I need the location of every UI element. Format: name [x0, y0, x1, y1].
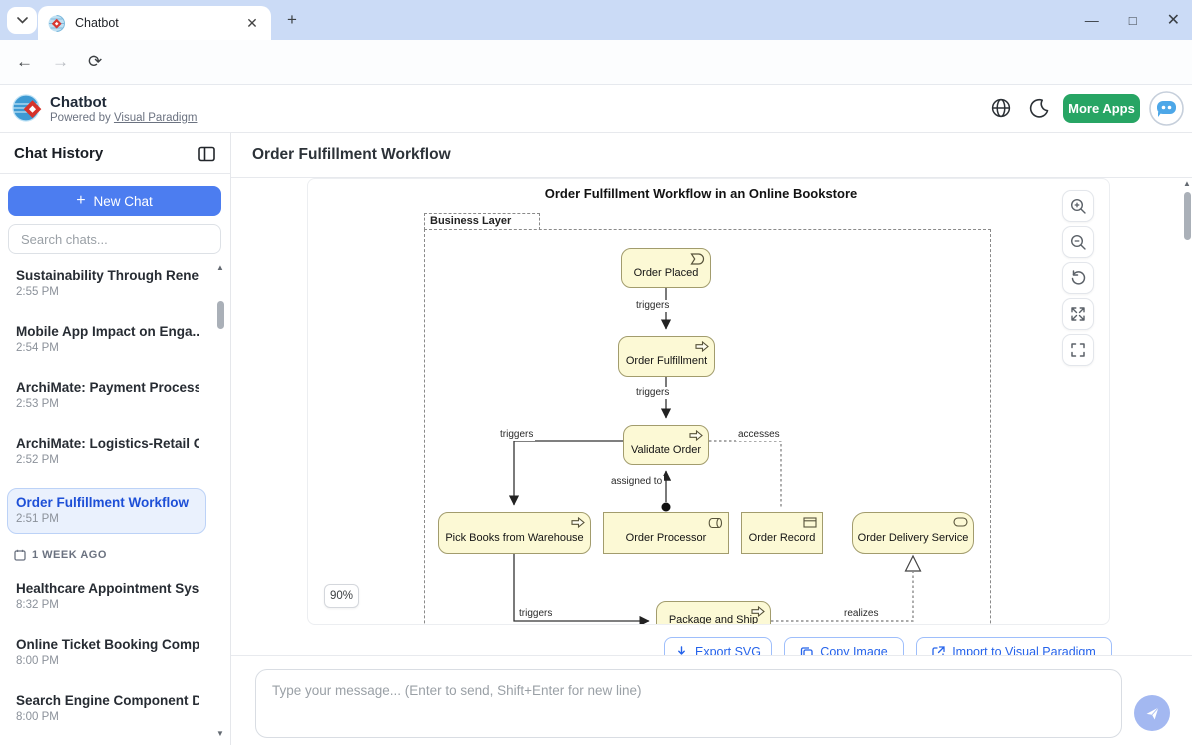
chat-item[interactable]: Online Ticket Booking Comp... 8:00 PM [16, 637, 199, 667]
search-chats-input[interactable] [8, 224, 221, 254]
chatbot-app-icon[interactable] [1149, 91, 1184, 126]
chevron-down-icon [16, 17, 28, 24]
send-button[interactable] [1134, 695, 1170, 731]
zoom-in-button[interactable] [1062, 190, 1094, 222]
send-plane-icon [1146, 706, 1159, 719]
chat-item[interactable]: Mobile App Impact on Enga... 2:54 PM [16, 324, 199, 354]
relation-label: realizes [842, 608, 881, 620]
sidebar-scroll-up-icon[interactable]: ▲ [216, 263, 224, 272]
chat-item-selected[interactable]: Order Fulfillment Workflow 2:51 PM [7, 488, 206, 534]
visual-paradigm-favicon [48, 14, 65, 32]
business-layer-group [424, 229, 991, 624]
message-input-bar [231, 655, 1192, 745]
sidebar-title: Chat History [14, 145, 104, 162]
reload-icon[interactable]: ⟳ [88, 52, 103, 71]
business-layer-group-tab: Business Layer [424, 213, 540, 230]
more-apps-button[interactable]: More Apps [1063, 94, 1140, 123]
diagram-relations [508, 288, 922, 624]
tab-title: Chatbot [75, 16, 119, 30]
collapse-sidebar-icon[interactable] [198, 146, 215, 162]
zoom-out-button[interactable] [1062, 226, 1094, 258]
business-process-icon [689, 430, 703, 441]
business-event-icon [690, 253, 705, 265]
relation-label: triggers [498, 429, 536, 441]
relation-label: accesses [736, 429, 782, 441]
page-title: Order Fulfillment Workflow [252, 146, 451, 163]
chat-item[interactable]: Search Engine Component D... 8:00 PM [16, 693, 199, 723]
diagram-node-package-ship-order: Package and Ship Order [656, 601, 771, 624]
diagram-node-validate-order: Validate Order [623, 425, 709, 465]
tab-search-chevron-button[interactable] [7, 7, 37, 34]
relation-label: triggers [634, 387, 672, 399]
business-service-icon [953, 517, 968, 527]
diagram-node-order-delivery-service: Order Delivery Service [852, 512, 974, 554]
dark-mode-moon-icon[interactable] [1029, 98, 1049, 118]
chat-item[interactable]: ArchiMate: Payment Process ... 2:53 PM [16, 380, 199, 410]
sidebar-scrollbar-thumb[interactable] [217, 301, 224, 329]
business-process-icon [695, 341, 709, 352]
plus-icon: + [76, 192, 86, 209]
main-scroll-up-icon[interactable]: ▲ [1183, 179, 1191, 188]
browser-titlebar: Chatbot ✕ + — □ ✕ [0, 0, 1192, 40]
sidebar-scroll-down-icon[interactable]: ▼ [216, 729, 224, 738]
business-process-icon [751, 606, 765, 617]
window-close-button[interactable]: ✕ [1166, 12, 1180, 29]
tab-close-icon[interactable]: ✕ [246, 14, 258, 31]
diagram-node-order-record: Order Record [741, 512, 823, 554]
chat-item[interactable]: Sustainability Through Rene... 2:55 PM [16, 268, 199, 298]
fullscreen-button[interactable] [1062, 334, 1094, 366]
forward-icon[interactable]: → [52, 52, 69, 71]
window-maximize-button[interactable]: □ [1128, 12, 1137, 28]
relation-label: triggers [634, 300, 672, 312]
diagram-viewer: Order Fulfillment Workflow in an Online … [307, 178, 1110, 625]
reset-view-button[interactable] [1062, 262, 1094, 294]
language-globe-icon[interactable] [991, 98, 1011, 118]
browser-tab[interactable]: Chatbot ✕ [38, 6, 271, 40]
chat-item[interactable]: ArchiMate: Logistics-Retail C... 2:52 PM [16, 436, 199, 466]
diagram-node-order-processor: Order Processor [603, 512, 729, 554]
back-icon[interactable]: ← [16, 52, 33, 71]
business-object-icon [803, 517, 817, 528]
diagram-node-order-placed: Order Placed [621, 248, 711, 288]
window-minimize-button[interactable]: — [1084, 12, 1099, 28]
message-input[interactable] [255, 669, 1122, 738]
main-scrollbar-thumb[interactable] [1184, 192, 1191, 240]
diagram-node-pick-books: Pick Books from Warehouse [438, 512, 591, 554]
new-chat-button[interactable]: + New Chat [8, 186, 221, 216]
visual-paradigm-link[interactable]: Visual Paradigm [113, 112, 198, 124]
sidebar-divider [0, 173, 230, 174]
business-process-icon [571, 517, 585, 528]
app-header: Chatbot Powered by Visual Paradigm More … [0, 85, 1192, 133]
diagram-title: Order Fulfillment Workflow in an Online … [544, 186, 858, 201]
chat-item[interactable]: Healthcare Appointment Sys... 8:32 PM [16, 581, 199, 611]
zoom-level-badge: 90% [324, 584, 359, 608]
chat-history-sidebar: Chat History + New Chat Sustainability T… [0, 133, 231, 745]
powered-by: Powered by Visual Paradigm [50, 112, 198, 124]
conversation-header: Order Fulfillment Workflow [231, 133, 1192, 178]
calendar-icon [14, 549, 26, 561]
relation-label: triggers [517, 608, 555, 620]
expand-button[interactable] [1062, 298, 1094, 330]
app-title: Chatbot [50, 94, 107, 111]
visual-paradigm-logo [11, 92, 45, 126]
business-role-icon [708, 517, 723, 529]
new-tab-button[interactable]: + [287, 10, 297, 29]
relation-label: assigned to [609, 476, 665, 488]
diagram-node-order-fulfillment: Order Fulfillment [618, 336, 715, 377]
history-section-label: 1 WEEK AGO [14, 549, 107, 561]
browser-toolbar: ← → ⟳ ai-toolbox.visual-paradigm.com/app… [0, 40, 1192, 118]
